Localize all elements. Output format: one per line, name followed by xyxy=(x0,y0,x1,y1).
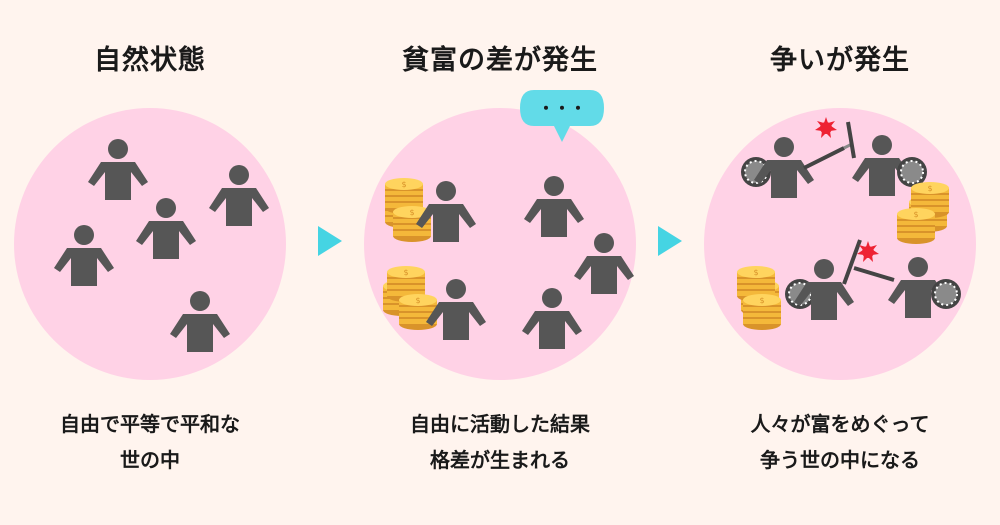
panel-caption: 自由で平等で平和な 世の中 xyxy=(0,406,300,478)
scene-conflict xyxy=(736,117,962,331)
person-icon xyxy=(522,288,582,349)
caption-line: 自由で平等で平和な xyxy=(60,412,240,436)
person-icon xyxy=(426,279,486,340)
person-icon xyxy=(524,176,584,237)
scene-natural xyxy=(54,139,269,352)
caption-line: 格差が生まれる xyxy=(430,448,570,472)
panel-caption: 人々が富をめぐって 争う世の中になる xyxy=(690,406,990,478)
scene-circle xyxy=(704,108,976,380)
caption-line: 自由に活動した結果 xyxy=(410,412,590,436)
panel-title: 争いが発生 xyxy=(770,45,910,76)
arrow-right-icon xyxy=(318,226,342,256)
speech-bubble-icon: ・・・ xyxy=(520,90,604,142)
scene-circle xyxy=(364,108,636,380)
shield-icon xyxy=(930,278,962,310)
person-icon xyxy=(794,259,854,320)
panel-caption: 自由に活動した結果 格差が生まれる xyxy=(350,406,650,478)
arrow-right-icon xyxy=(658,226,682,256)
caption-line: 争う世の中になる xyxy=(760,448,920,472)
panel-natural-state: 自然状態 自由で平等で平和な 世の中 xyxy=(0,0,300,525)
panel-wealth-gap: 貧富の差が発生 自由に活動した結果 格差が生まれる xyxy=(350,0,650,525)
speech-bubble-text: ・・・ xyxy=(538,99,586,118)
sword-icon xyxy=(803,146,845,170)
person-icon xyxy=(574,233,634,294)
caption-line: 人々が富をめぐって xyxy=(750,412,930,436)
person-icon xyxy=(209,165,269,226)
scene-circle xyxy=(14,108,286,380)
sword-icon xyxy=(846,121,856,159)
person-icon xyxy=(88,139,148,200)
panel-title: 貧富の差が発生 xyxy=(402,45,598,76)
sword-icon xyxy=(853,266,895,282)
coin-stack-icon xyxy=(742,293,782,331)
panel-conflict: 争いが発生 人々が富をめぐって 争う世の中になる xyxy=(690,0,990,525)
caption-line: 世の中 xyxy=(120,448,180,472)
person-icon xyxy=(54,225,114,286)
scene-wealth-gap xyxy=(382,176,634,349)
person-icon xyxy=(170,291,230,352)
clash-spark-icon xyxy=(815,117,837,138)
coin-stack-icon xyxy=(896,207,936,245)
person-icon xyxy=(136,198,196,259)
sword-icon xyxy=(842,239,862,285)
panel-title: 自然状態 xyxy=(94,45,206,76)
